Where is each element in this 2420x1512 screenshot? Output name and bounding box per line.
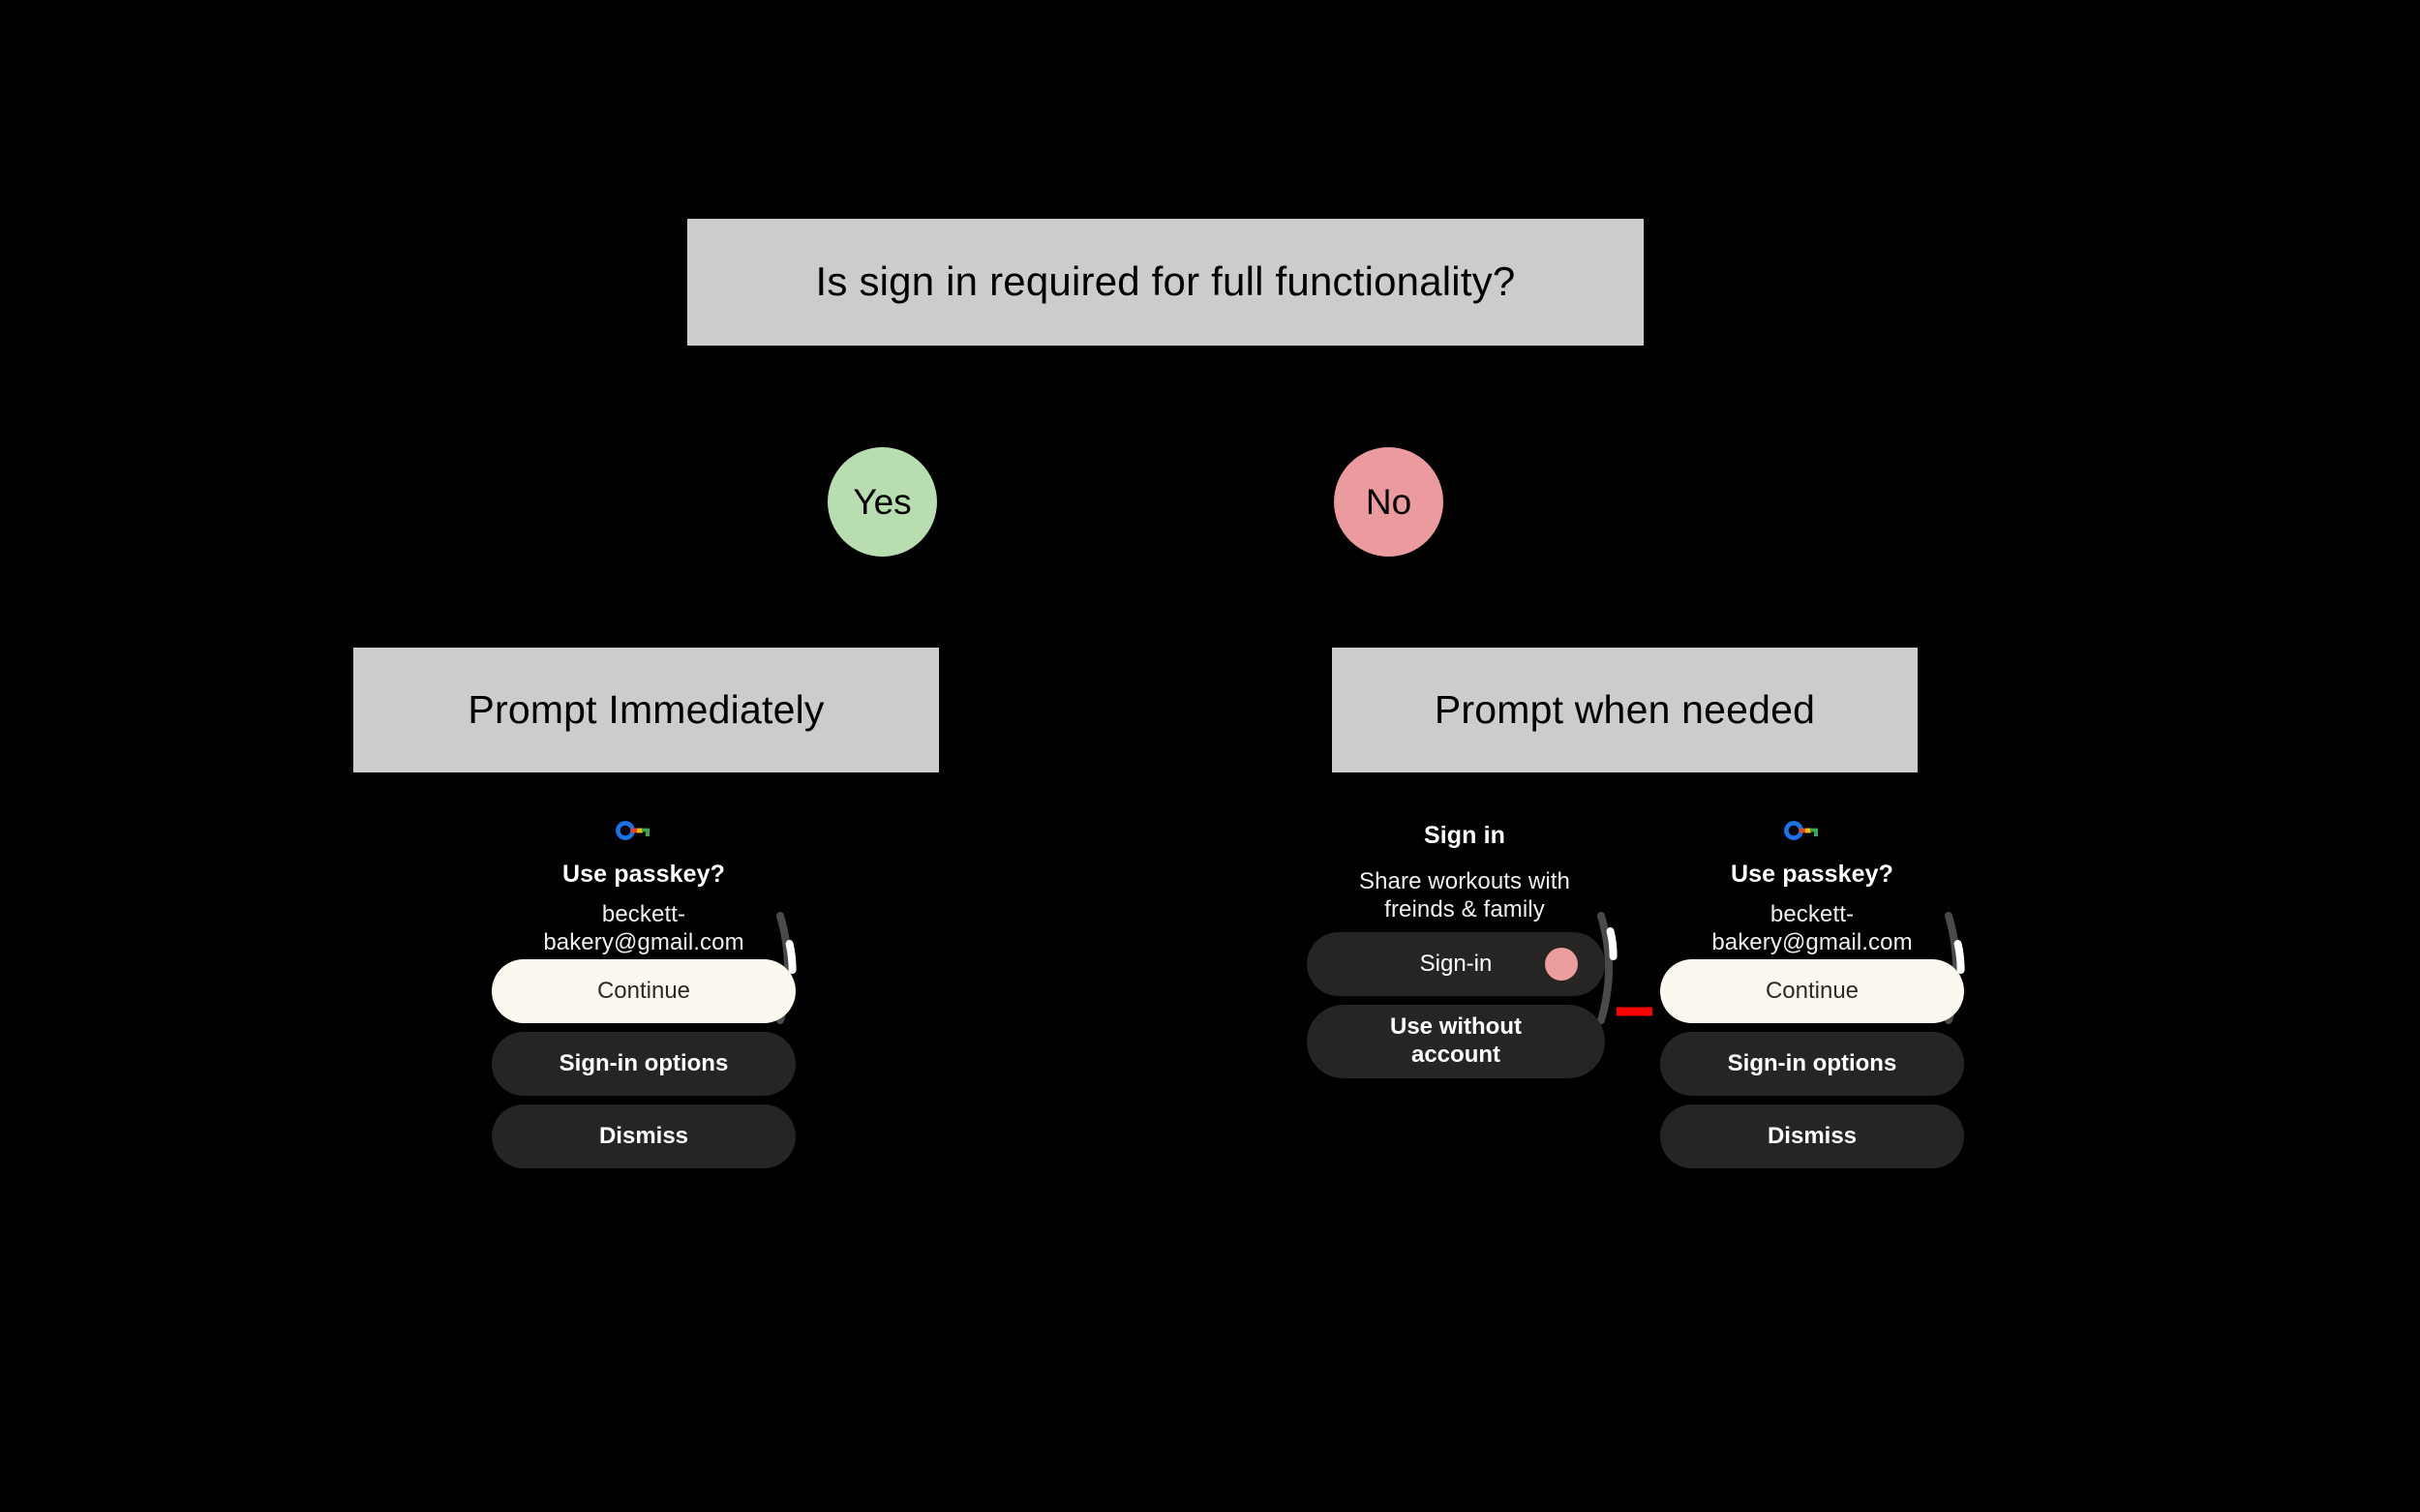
screen-title: Use passkey? bbox=[1731, 861, 1893, 888]
sign-in-options-button-label: Sign-in options bbox=[559, 1049, 729, 1076]
use-without-account-button[interactable]: Use without account bbox=[1307, 1005, 1605, 1078]
dismiss-button-label: Dismiss bbox=[598, 1122, 689, 1149]
sign-in-indicator-dot bbox=[1545, 948, 1578, 981]
dismiss-button[interactable]: Dismiss bbox=[1660, 1104, 1964, 1168]
screen-subtitle: beckett-bakery@gmail.com bbox=[543, 901, 744, 956]
sign-in-options-button[interactable]: Sign-in options bbox=[1660, 1032, 1964, 1096]
connector-question-to-no bbox=[1388, 346, 1390, 447]
outcome-box-prompt-immediately: Prompt Immediately bbox=[353, 648, 939, 772]
outcome-box-prompt-when-needed: Prompt when needed bbox=[1332, 648, 1918, 772]
connector-yes-to-outcome bbox=[882, 557, 884, 648]
screen-subtitle: Share workouts with freinds & family bbox=[1359, 868, 1570, 923]
sign-in-options-button-label: Sign-in options bbox=[1727, 1049, 1897, 1076]
dismiss-button-label: Dismiss bbox=[1767, 1122, 1858, 1149]
question-box: Is sign in required for full functionali… bbox=[687, 219, 1644, 346]
watch-screen-right-passkey: Use passkey? beckett-bakery@gmail.com Co… bbox=[1652, 811, 1972, 1276]
use-without-account-button-label: Use without account bbox=[1390, 1013, 1522, 1068]
sign-in-button-label: Sign-in bbox=[1419, 950, 1493, 977]
watch-screen-left-passkey: Use passkey? beckett-bakery@gmail.com Co… bbox=[484, 811, 803, 1276]
branch-node-yes: Yes bbox=[828, 447, 937, 557]
google-passkey-icon bbox=[616, 821, 652, 840]
connector-question-to-yes bbox=[882, 346, 884, 447]
continue-button-label: Continue bbox=[596, 977, 691, 1004]
sign-in-options-button[interactable]: Sign-in options bbox=[492, 1032, 796, 1096]
continue-button[interactable]: Continue bbox=[492, 959, 796, 1023]
screen-subtitle: beckett-bakery@gmail.com bbox=[1711, 901, 1913, 956]
google-passkey-icon bbox=[1784, 821, 1821, 840]
screen-title: Sign in bbox=[1423, 822, 1506, 849]
continue-button[interactable]: Continue bbox=[1660, 959, 1964, 1023]
branch-node-no: No bbox=[1334, 447, 1443, 557]
dismiss-button[interactable]: Dismiss bbox=[492, 1104, 796, 1168]
connector-no-to-outcome bbox=[1388, 557, 1390, 648]
continue-button-label: Continue bbox=[1765, 977, 1860, 1004]
screen-title: Use passkey? bbox=[562, 861, 725, 888]
watch-screen-middle-signin: Sign in Share workouts with freinds & fa… bbox=[1305, 811, 1624, 1276]
sign-in-button[interactable]: Sign-in bbox=[1307, 932, 1605, 996]
